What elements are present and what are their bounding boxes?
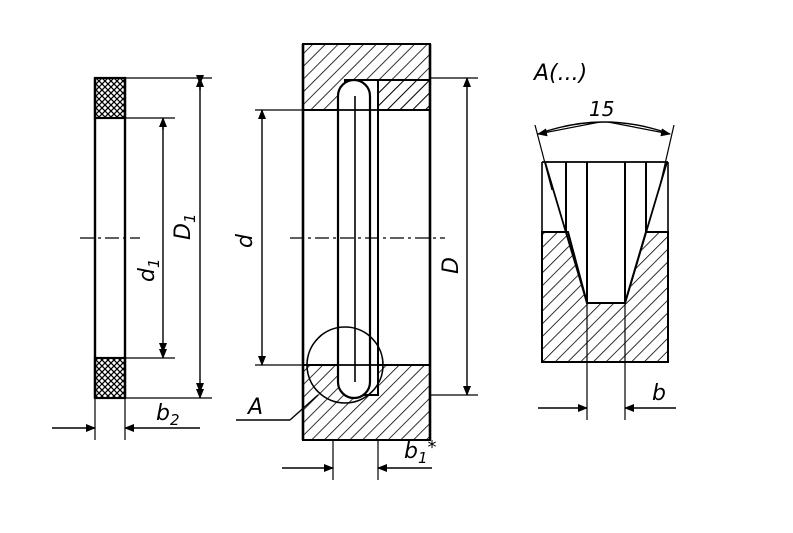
label-b: b xyxy=(652,381,666,406)
label-d: d xyxy=(233,233,258,248)
label-b1: b1* xyxy=(404,437,437,467)
detail-A-circle xyxy=(306,326,384,404)
label-b2: b2 xyxy=(156,401,180,429)
ring-view xyxy=(52,75,212,440)
seal-body xyxy=(336,78,372,400)
label-A: A xyxy=(246,395,263,420)
detail-groove-section xyxy=(541,231,669,363)
label-D: D xyxy=(439,257,464,274)
angle-label: 15 xyxy=(589,97,614,121)
assembly-view xyxy=(236,43,478,480)
ring-section-top xyxy=(93,76,127,120)
label-D1: D1 xyxy=(171,214,199,241)
angle-arc xyxy=(537,121,671,135)
ring-section-bottom xyxy=(93,356,127,400)
detail-title: A(...) xyxy=(532,61,587,86)
label-d1: d1 xyxy=(135,258,163,282)
detail-A-leader xyxy=(289,394,319,421)
detail-A-view xyxy=(534,121,676,420)
